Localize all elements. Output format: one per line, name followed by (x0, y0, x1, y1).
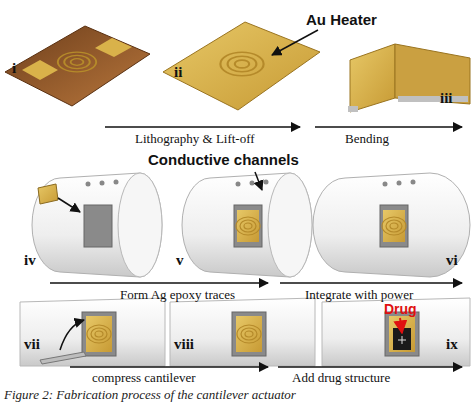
step-number: iv (24, 252, 36, 269)
drug-arrow (400, 318, 402, 333)
process-arrow (70, 366, 268, 368)
step-number: ix (446, 336, 458, 353)
capsule-vii (20, 298, 165, 366)
capsule-v (182, 173, 312, 277)
process-arrow (105, 126, 300, 128)
capsule-vi (313, 173, 470, 277)
substrate-ii (163, 22, 320, 110)
part-label: Conductive channels (148, 152, 299, 169)
step-number: i (12, 60, 16, 77)
step-number: iii (440, 90, 453, 107)
step-number: ii (174, 64, 182, 81)
process-arrow (315, 126, 462, 128)
capsule-viii (170, 298, 315, 366)
leader-arrow (255, 172, 262, 190)
drug-label: Drug (384, 302, 417, 317)
process-arrow (50, 282, 268, 284)
process-arrow (278, 366, 462, 368)
substrate-i (5, 26, 150, 106)
step-label: Form Ag epoxy traces (120, 288, 235, 302)
step-label: Bending (345, 132, 389, 146)
step-number: v (176, 252, 184, 269)
step-number: vi (446, 252, 458, 269)
step-label: Lithography & Lift-off (135, 132, 255, 146)
capsule-iv (32, 173, 162, 277)
process-arrow (280, 282, 462, 284)
figure-caption: Figure 2: Fabrication process of the can… (4, 388, 296, 402)
step-label: Integrate with power (305, 288, 413, 302)
step-number: viii (174, 336, 194, 353)
step-label: Add drug structure (292, 371, 390, 385)
step-label: compress cantilever (92, 371, 196, 385)
part-label: Au Heater (306, 12, 377, 29)
capsule-ix (322, 298, 470, 366)
leader-arrow (272, 30, 318, 55)
step-number: vii (24, 336, 40, 353)
bent-heater-iii (348, 44, 470, 112)
